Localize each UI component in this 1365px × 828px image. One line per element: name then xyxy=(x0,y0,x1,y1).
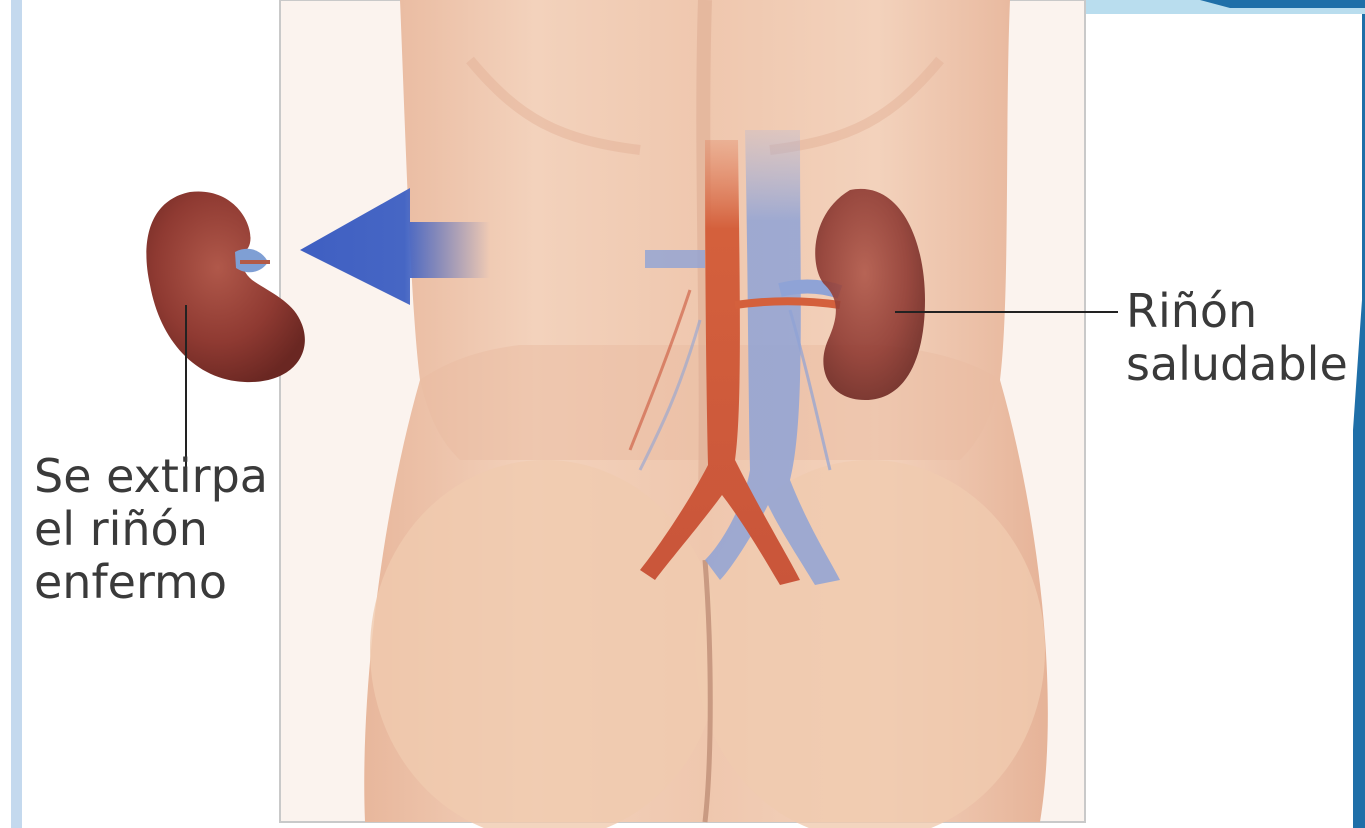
healthy-kidney-label: Riñón saludable xyxy=(1126,285,1348,391)
removed-kidney-label-line: enfermo xyxy=(34,556,268,609)
healthy-kidney-label-line: Riñón xyxy=(1126,285,1348,338)
healthy-kidney-label-line: saludable xyxy=(1126,338,1348,391)
removed-kidney-label-line: Se extirpa xyxy=(34,450,268,503)
removed-kidney-label-line: el riñón xyxy=(34,503,268,556)
torso-back xyxy=(364,0,1048,828)
removed-kidney-label: Se extirpa el riñón enfermo xyxy=(34,450,268,609)
